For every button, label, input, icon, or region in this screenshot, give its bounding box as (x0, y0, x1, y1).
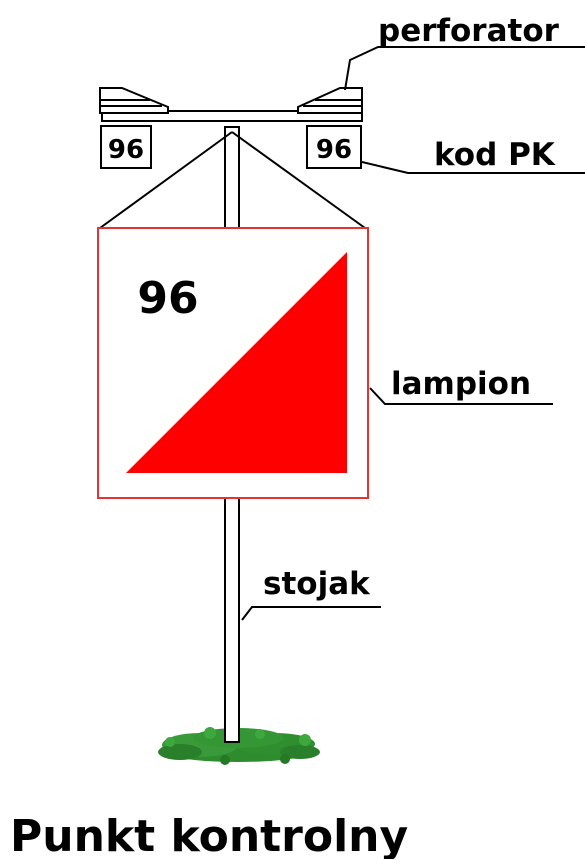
label-stand: stojak (263, 566, 371, 602)
label-perforator-group: perforator (344, 13, 585, 91)
label-code: kod PK (434, 137, 556, 173)
perforator-leader-line (344, 46, 585, 91)
code-leader-line (361, 161, 585, 174)
label-flag: lampion (391, 366, 531, 402)
flag-code-label: 96 (137, 273, 198, 324)
label-code-group: kod PK (361, 137, 585, 174)
left-code-box: 96 (100, 125, 152, 169)
crossbar (101, 110, 363, 122)
label-stand-group: stojak (241, 566, 381, 621)
label-flag-group: lampion (369, 366, 553, 405)
right-code-label: 96 (316, 135, 352, 165)
control-flag: 96 (97, 227, 369, 499)
diagram-title: Punkt kontrolny (10, 811, 408, 859)
right-perforator (297, 87, 363, 114)
stand-leader-line (241, 606, 381, 621)
flag-leader-line (369, 387, 553, 405)
left-perforator (99, 87, 169, 114)
flag-strings (99, 131, 366, 229)
left-code-label: 96 (108, 135, 144, 165)
label-perforator: perforator (378, 13, 560, 49)
right-code-box: 96 (306, 125, 362, 169)
flag-red-triangle (126, 252, 347, 473)
